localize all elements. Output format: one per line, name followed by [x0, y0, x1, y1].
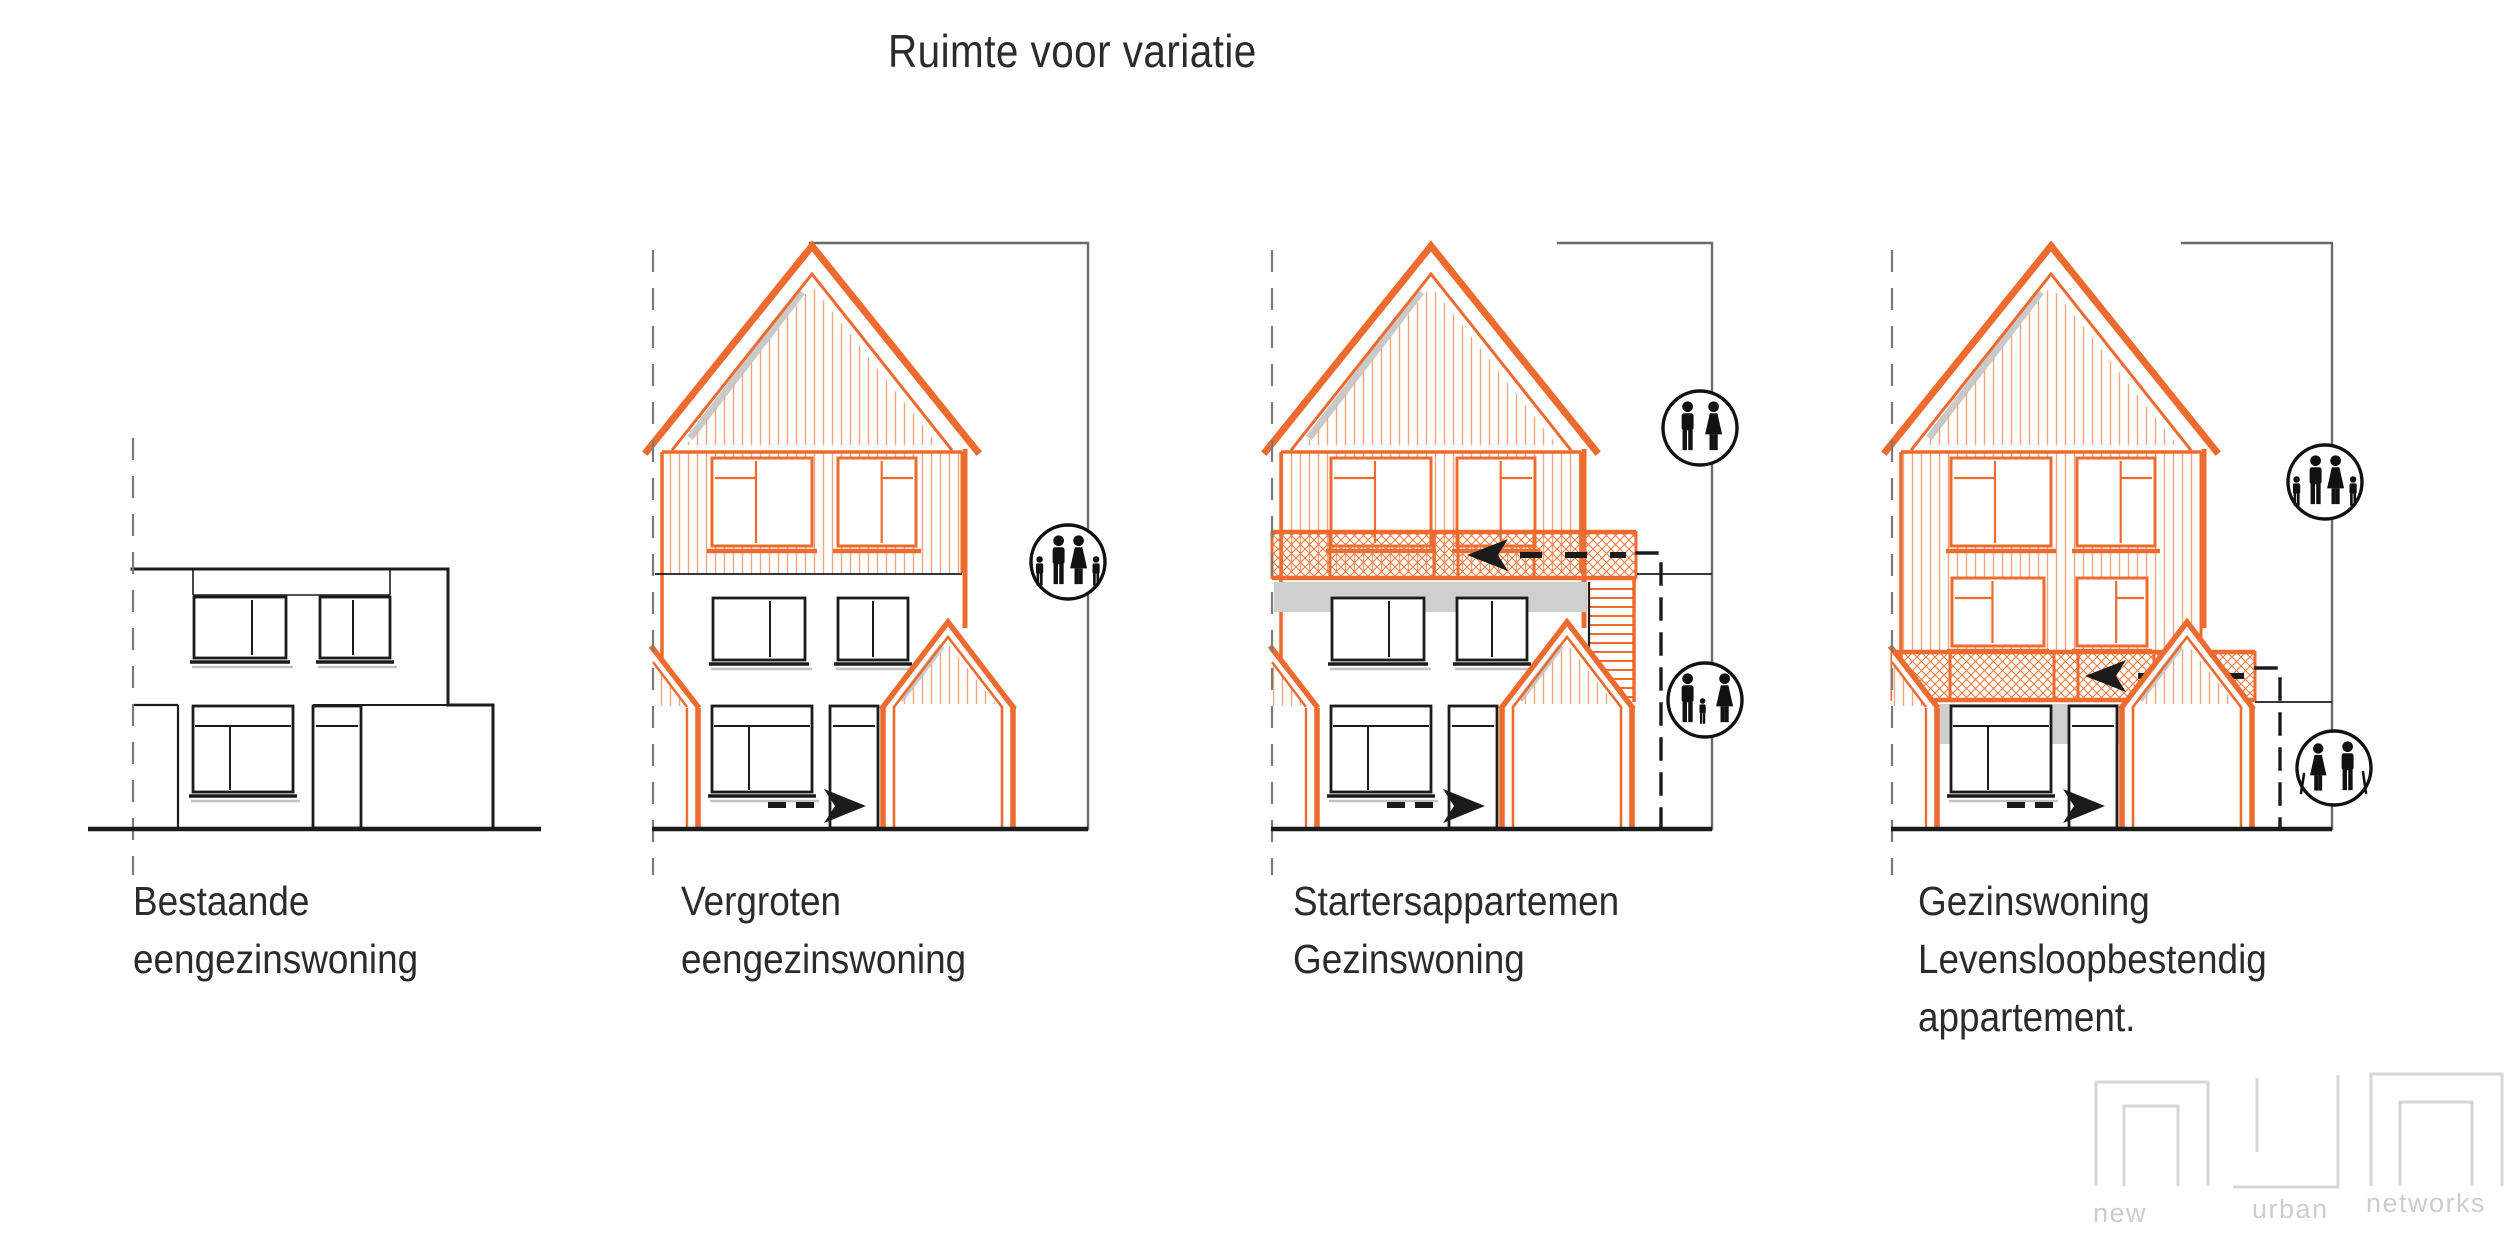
house-1-drawing	[88, 438, 541, 875]
logo-n-glyph	[2094, 1080, 2210, 1186]
nun-logo: new urban networks	[2093, 1072, 2504, 1228]
house-3-label: Startersappartemen Gezinswoning	[1293, 878, 1620, 982]
logo-n2-glyph	[2369, 1072, 2504, 1186]
house-2-label: Vergroten eengezinswoning	[681, 878, 967, 982]
house-1-label: Bestaande eengezinswoning	[133, 878, 419, 982]
house-4-label: Gezinswoning Levensloopbestendig apparte…	[1918, 878, 2267, 1040]
house-2-drawing	[642, 240, 1090, 875]
house-3-drawing	[1261, 240, 1714, 875]
couple-icon	[1661, 389, 1739, 467]
family-icon	[1029, 523, 1107, 601]
house-drawings	[88, 240, 2373, 875]
logo-u-glyph	[2233, 1075, 2340, 1189]
move-left-arrow	[1467, 539, 1626, 571]
logo-n-glyph-inner	[2122, 1104, 2180, 1186]
elderly-couple-icon	[2295, 729, 2373, 807]
logo-n2-glyph-inner	[2398, 1100, 2474, 1186]
page-title: Ruimte voor variatie	[888, 25, 1257, 77]
family-with-child-icon	[1666, 661, 1744, 739]
logo-word-new: new	[2093, 1198, 2147, 1228]
family-icon	[2286, 443, 2364, 521]
logo-word-urban: urban	[2252, 1194, 2329, 1224]
logo-word-networks: networks	[2366, 1188, 2486, 1218]
occupant-icons	[1029, 389, 2373, 807]
house-4-drawing	[1881, 240, 2334, 875]
